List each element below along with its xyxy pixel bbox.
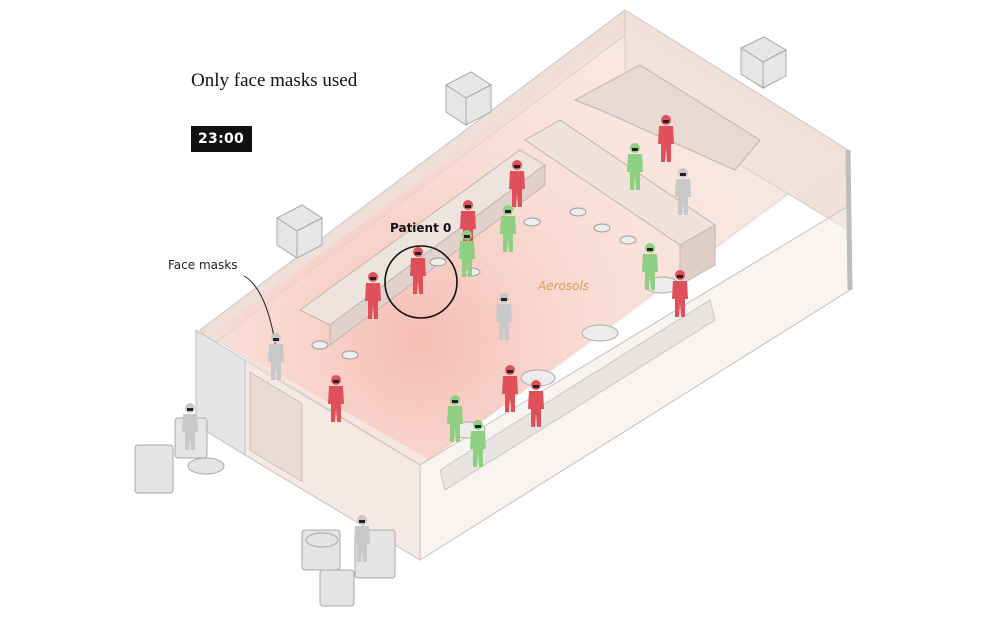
person-figure-neutral bbox=[675, 168, 691, 215]
face-mask-icon bbox=[632, 148, 638, 151]
face-mask-icon bbox=[452, 400, 458, 403]
person-figure-healthy bbox=[447, 395, 463, 442]
person-body bbox=[502, 376, 518, 412]
person-figure-infected bbox=[502, 365, 518, 412]
person-body bbox=[354, 526, 370, 562]
person-figure-healthy bbox=[642, 243, 658, 290]
person-figure-healthy bbox=[500, 205, 516, 252]
ac-unit bbox=[739, 36, 788, 89]
face-masks-label: Face masks bbox=[168, 258, 238, 272]
person-figure-infected bbox=[528, 380, 544, 427]
person-figure-neutral bbox=[354, 515, 370, 562]
person-figure-healthy bbox=[627, 143, 643, 190]
face-mask-icon bbox=[507, 370, 513, 373]
bench bbox=[439, 299, 716, 491]
face-mask-icon bbox=[680, 173, 686, 176]
person-body bbox=[410, 258, 426, 294]
person-body bbox=[447, 406, 463, 442]
person-body bbox=[459, 241, 475, 277]
door bbox=[249, 371, 303, 483]
person-figure-neutral bbox=[268, 333, 284, 380]
face-mask-icon bbox=[465, 205, 471, 208]
person-figure-neutral bbox=[182, 403, 198, 450]
person-body bbox=[496, 304, 512, 340]
ac-unit bbox=[276, 204, 323, 259]
ac-unit bbox=[445, 71, 492, 126]
corner-post bbox=[845, 149, 853, 291]
face-mask-icon bbox=[359, 520, 365, 523]
person-body bbox=[675, 179, 691, 215]
face-mask-icon bbox=[273, 338, 279, 341]
patient-zero-figure bbox=[410, 247, 426, 294]
patient-zero-label: Patient 0 bbox=[390, 221, 452, 235]
person-body bbox=[470, 431, 486, 467]
person-figure-healthy bbox=[470, 420, 486, 467]
face-mask-icon bbox=[464, 235, 470, 238]
face-mask-icon bbox=[501, 298, 507, 301]
face-mask-icon bbox=[647, 248, 653, 251]
face-mask-icon bbox=[475, 425, 481, 428]
person-figure-neutral bbox=[496, 293, 512, 340]
person-body bbox=[182, 414, 198, 450]
face-mask-icon bbox=[533, 385, 539, 388]
person-figure-healthy bbox=[459, 230, 475, 277]
person-figure-infected bbox=[509, 160, 525, 207]
person-figure-infected bbox=[365, 272, 381, 319]
face-mask-icon bbox=[505, 210, 511, 213]
person-body bbox=[328, 386, 344, 422]
bar-stools bbox=[311, 207, 637, 360]
person-body bbox=[658, 126, 674, 162]
person-body bbox=[627, 154, 643, 190]
aerosols-label: Aerosols bbox=[538, 279, 590, 293]
person-body bbox=[509, 171, 525, 207]
face-mask-icon bbox=[187, 408, 193, 411]
person-body bbox=[268, 344, 284, 380]
face-mask-icon bbox=[370, 277, 376, 280]
person-figure-infected bbox=[658, 115, 674, 162]
face-mask-icon bbox=[514, 165, 520, 168]
face-mask-icon bbox=[415, 252, 421, 255]
face-mask-icon bbox=[663, 120, 669, 123]
person-body bbox=[528, 391, 544, 427]
face-mask-icon bbox=[333, 380, 339, 383]
person-body bbox=[365, 283, 381, 319]
time-badge: 23:00 bbox=[191, 126, 253, 152]
patient-zero-ring bbox=[384, 245, 458, 319]
person-figure-infected bbox=[672, 270, 688, 317]
people bbox=[182, 115, 691, 562]
person-body bbox=[672, 281, 688, 317]
title: Only face masks used bbox=[191, 70, 358, 91]
person-figure-infected bbox=[328, 375, 344, 422]
face-mask-icon bbox=[677, 275, 683, 278]
person-body bbox=[500, 216, 516, 252]
person-body bbox=[642, 254, 658, 290]
